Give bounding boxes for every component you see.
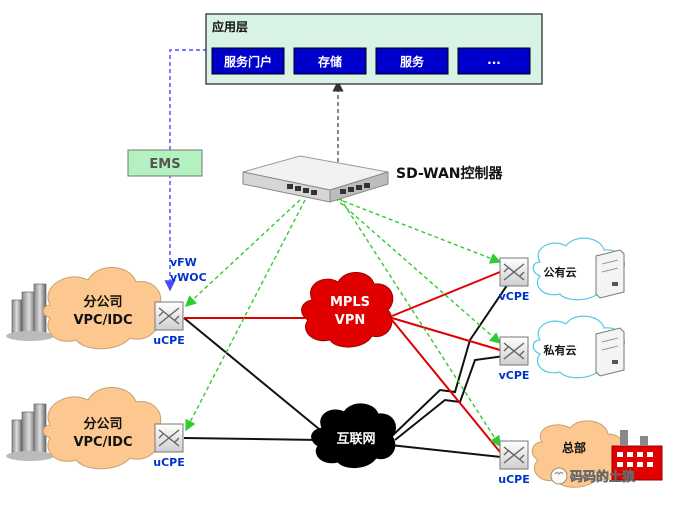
- app-layer-title: 应用层: [212, 19, 248, 34]
- app-button-label: ...: [487, 53, 501, 67]
- building-icon: [6, 283, 54, 341]
- vcpe-switch-icon[interactable]: [499, 257, 529, 287]
- vcpe-switch-icon[interactable]: [499, 336, 529, 366]
- vcpe-label: vCPE: [499, 290, 530, 303]
- ucpe-label: uCPE: [153, 334, 184, 347]
- public-cloud-site: vCPE 公有云: [499, 237, 625, 303]
- app-button-portal[interactable]: 服务门户: [211, 47, 285, 75]
- app-button-label: 服务: [400, 54, 425, 69]
- ems-label: EMS: [149, 157, 180, 172]
- private-cloud-site: vCPE 私有云: [499, 315, 625, 382]
- server-icon: [595, 249, 625, 299]
- controller-label: SD-WAN控制器: [396, 165, 504, 182]
- hq-label: 总部: [562, 440, 586, 455]
- vpn-label: VPN: [335, 313, 365, 328]
- vnf-label-vfw: vFW: [170, 256, 197, 269]
- sdwan-controller-device: [242, 155, 389, 203]
- branch-sub: VPC/IDC: [73, 435, 132, 450]
- mpls-vpn-cloud: MPLS VPN: [301, 272, 394, 348]
- app-layer-panel: 应用层 服务门户 存储 服务 ...: [205, 13, 543, 85]
- branch-name: 分公司: [83, 294, 122, 310]
- ucpe-label: uCPE: [498, 473, 529, 486]
- branch-sub: VPC/IDC: [73, 313, 132, 328]
- internet-label: 互联网: [336, 432, 375, 447]
- watermark: 码码的土狼: [550, 467, 636, 485]
- mpls-label: MPLS: [330, 295, 370, 310]
- watermark-text: 码码的土狼: [570, 469, 636, 485]
- links: [164, 49, 513, 459]
- internet-cloud: 互联网: [311, 403, 396, 468]
- cloud-label: 私有云: [544, 343, 577, 357]
- ucpe-label: uCPE: [153, 456, 184, 469]
- app-button-label: 存储: [317, 54, 342, 69]
- vcpe-label: vCPE: [499, 369, 530, 382]
- branch-office-1: 分公司 VPC/IDC uCPE vFW vWOC: [6, 256, 207, 350]
- branch-name: 分公司: [83, 416, 122, 432]
- building-icon: [6, 403, 54, 461]
- server-icon: [595, 327, 625, 377]
- vnf-label-vwoc: vWOC: [170, 271, 207, 284]
- app-button-service[interactable]: 服务: [375, 47, 449, 75]
- app-button-more[interactable]: ...: [457, 47, 531, 75]
- cloud-label: 公有云: [544, 265, 577, 279]
- ems-box: EMS: [127, 149, 203, 177]
- app-button-storage[interactable]: 存储: [293, 47, 367, 75]
- ucpe-switch-icon[interactable]: [154, 301, 184, 331]
- app-button-label: 服务门户: [224, 54, 272, 69]
- ucpe-switch-icon[interactable]: [154, 423, 184, 453]
- branch-office-2: 分公司 VPC/IDC uCPE: [6, 387, 185, 470]
- ucpe-switch-icon[interactable]: [499, 440, 529, 470]
- factory-icon: [611, 430, 663, 481]
